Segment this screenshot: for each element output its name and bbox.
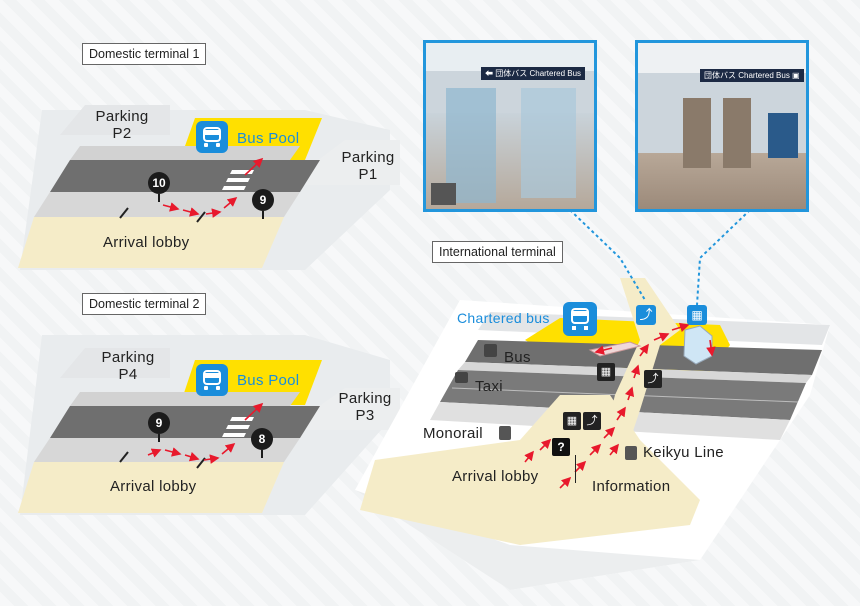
parking-p2-area (60, 105, 170, 135)
bus-icon (563, 302, 597, 336)
arrival-lobby-area (360, 440, 700, 545)
road (50, 406, 320, 438)
domestic2-map (18, 335, 400, 515)
arrow-left-icon: ⬅ (485, 69, 496, 78)
bus-stop-9-sign: 9 (148, 412, 170, 434)
bus-icon (196, 364, 228, 396)
photo-chartered-bus-entrance: ⬅ 団体バス Chartered Bus (423, 40, 597, 212)
escalator-icon: ⤴ (644, 370, 662, 388)
photo-sign: 団体バス Chartered Bus ▣ (700, 69, 804, 82)
arrival-lobby-area (18, 462, 284, 513)
taxi-label: Taxi (475, 378, 503, 395)
information-icon: ? (552, 438, 570, 456)
chartered-bus-label: Chartered bus (457, 310, 550, 326)
elevator-icon: ▦ (597, 363, 615, 381)
bus-pool-label: Bus Pool (237, 130, 300, 147)
domestic1-caption: Domestic terminal 1 (82, 43, 207, 65)
bus-icon (196, 121, 228, 153)
bus-pool-label: Bus Pool (237, 372, 300, 389)
domestic2-caption: Domestic terminal 2 (82, 293, 207, 315)
international-map (355, 209, 830, 590)
bus-stop-9-sign: 9 (252, 189, 274, 211)
bus-icon (484, 344, 497, 357)
bus-label: Bus (504, 349, 531, 366)
photo-sign: ⬅ 団体バス Chartered Bus (481, 67, 586, 80)
parking-p1-area (285, 140, 400, 185)
escalator-icon: ⤴ (583, 412, 601, 430)
train-icon (625, 446, 637, 460)
bus-stop-icon (158, 434, 160, 442)
bus-stop-10-sign: 10 (148, 172, 170, 194)
bus-stop-icon (261, 450, 263, 458)
parking-p3-area (285, 388, 400, 430)
information-leader-line (575, 455, 576, 483)
keikyu-label: Keikyu Line (643, 444, 724, 461)
arrival-lobby-label: Arrival lobby (452, 468, 539, 485)
arrival-lobby-label: Arrival lobby (110, 478, 197, 495)
monorail-icon (499, 426, 511, 440)
elevator-icon: ▦ (563, 412, 581, 430)
escalator-icon: ⤴ (636, 305, 656, 325)
arrival-lobby-area (18, 217, 284, 268)
international-caption: International terminal (432, 241, 563, 263)
bus-stop-8-sign: 8 (251, 428, 273, 450)
monorail-label: Monorail (423, 425, 483, 442)
parking-p4-area (60, 348, 170, 378)
bus-stop-icon (158, 194, 160, 202)
information-label: Information (592, 478, 671, 495)
arrival-lobby-label: Arrival lobby (103, 234, 190, 251)
photo-chartered-bus-elevator: 団体バス Chartered Bus ▣ (635, 40, 809, 212)
elevator-icon: ▣ (789, 71, 800, 80)
elevator-icon: ▦ (687, 305, 707, 325)
bus-stop-icon (262, 211, 264, 219)
road (50, 160, 320, 192)
taxi-icon (455, 372, 468, 383)
